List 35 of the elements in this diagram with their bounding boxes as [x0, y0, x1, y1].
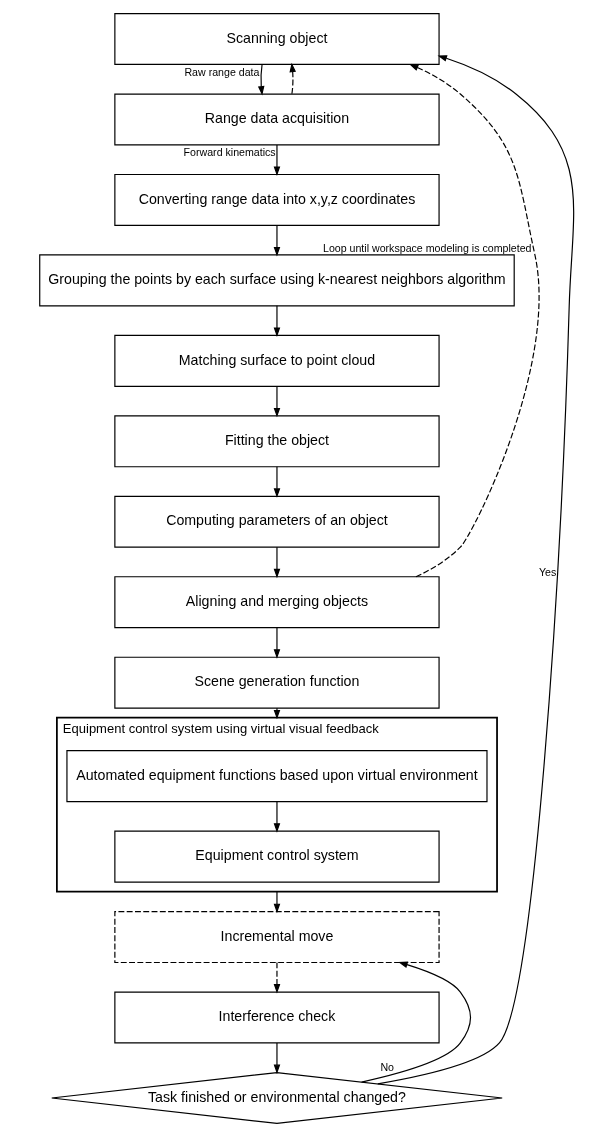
edge-label: Raw range data	[184, 65, 260, 78]
node-box: Matching surface to point cloud	[114, 334, 440, 387]
arrow	[273, 801, 281, 833]
arrow	[273, 144, 281, 176]
arrow	[377, 55, 575, 1085]
node-box: Converting range data into x,y,z coordinates	[114, 173, 440, 226]
arrow	[273, 305, 281, 337]
arrow	[409, 63, 540, 578]
arrow	[273, 466, 281, 498]
node-box: Grouping the points by each surface using k-nearest neighbors algorithm	[39, 254, 515, 307]
arrow	[273, 890, 281, 914]
node-box: Equipment control system	[114, 830, 440, 883]
arrow	[257, 63, 265, 96]
node-box: Aligning and merging objects	[114, 576, 440, 629]
node-box: Computing parameters of an object	[114, 495, 440, 548]
node-box: Interference check	[114, 991, 440, 1044]
node-box: Range data acquisition	[114, 93, 440, 146]
edge-label: No	[380, 1060, 395, 1073]
node-diamond: Task finished or environmental changed?	[51, 1071, 503, 1124]
node-box: Incremental move	[114, 911, 440, 964]
arrow	[273, 385, 281, 418]
arrow	[273, 627, 281, 659]
arrow	[273, 224, 281, 257]
arrow	[361, 961, 472, 1083]
node-box: Scanning object	[114, 13, 440, 66]
edge-label: Yes	[538, 565, 557, 578]
node-box: Automated equipment functions based upon virtual environment	[66, 750, 488, 803]
arrow	[273, 707, 281, 720]
arrow	[273, 1042, 281, 1075]
edge-label: Loop until workspace modeling is completed	[322, 241, 532, 254]
node-box: Fitting the object	[114, 415, 440, 468]
edge-label: Forward kinematics	[183, 146, 276, 159]
arrow	[273, 961, 281, 994]
arrow	[273, 546, 281, 579]
arrow	[289, 62, 297, 95]
